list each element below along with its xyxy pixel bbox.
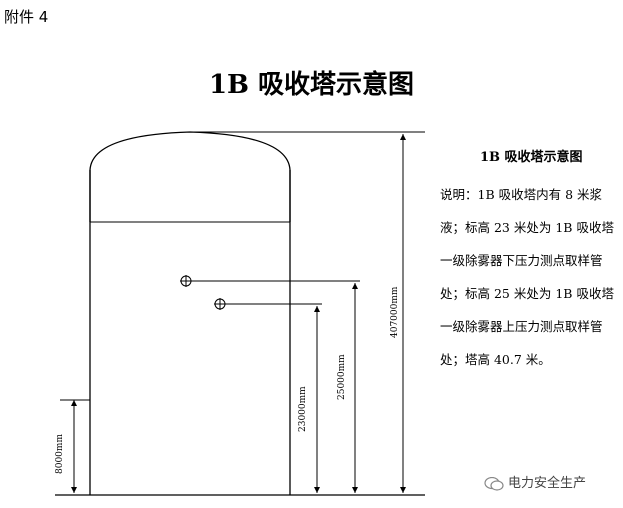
- page-title: 1B 吸收塔示意图: [208, 70, 415, 100]
- note-heading: 1B 吸收塔示意图: [480, 150, 583, 165]
- watermark-text: 电力安全生产: [508, 476, 587, 491]
- upper-tap-dimension-label: 25000mm: [337, 354, 347, 400]
- wechat-icon: [484, 476, 504, 491]
- tower-dimension-label: 407000mm: [390, 286, 400, 338]
- tower-dome: [89, 131, 291, 222]
- note-body: 说明：1B 吸收塔内有 8 米浆液；标高 23 米处为 1B 吸收塔一级除雾器下…: [440, 187, 614, 367]
- slurry-dimension-label: 8000mm: [55, 434, 65, 474]
- lower-tap-dimension-label: 23000mm: [298, 386, 308, 432]
- watermark: 电力安全生产: [484, 472, 586, 491]
- attachment-label: 附件 4: [4, 8, 49, 26]
